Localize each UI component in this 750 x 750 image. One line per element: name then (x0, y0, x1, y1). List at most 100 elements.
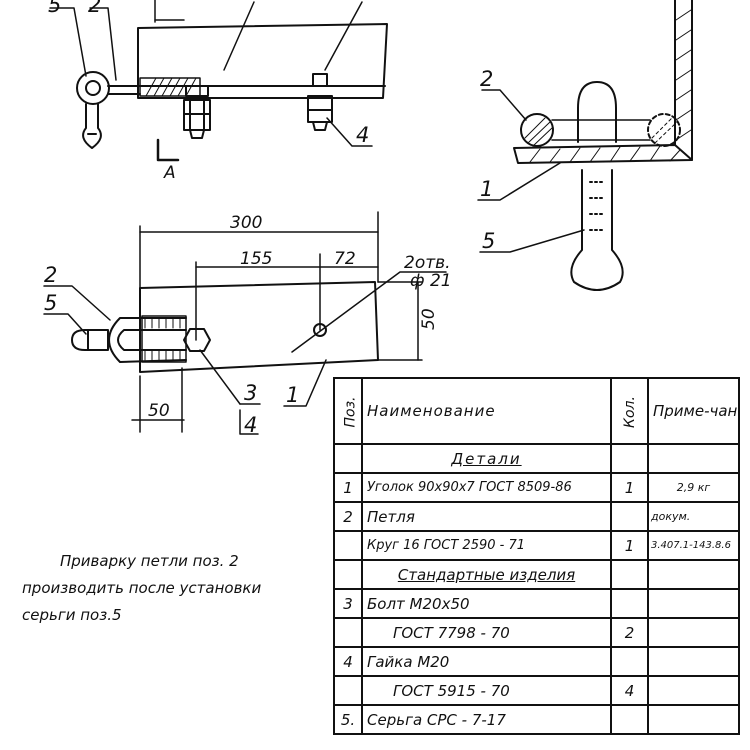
bom-name: Петля (361, 501, 612, 532)
bom-qty: 1 (610, 530, 649, 561)
bom-pos (333, 617, 363, 648)
bom-section-row: Детали (333, 443, 740, 474)
table-row: 5. Серьга СРС - 7-17 (333, 704, 740, 735)
leader-1-top (283, 359, 327, 407)
bom-name: ГОСТ 7798 - 70 (361, 617, 612, 648)
ref-5-front: 5 (48, 0, 61, 17)
section-mark-label: A (163, 163, 176, 183)
leader-2-section (481, 89, 527, 121)
bolt-front-2 (307, 73, 333, 131)
table-row: 2 Петля докум. (333, 501, 740, 532)
bom-section-standard: Стандартные изделия (361, 559, 612, 590)
loop-bar-section-right (647, 113, 681, 147)
ref-4-top: 4 (244, 413, 257, 437)
section-mark (156, 138, 180, 162)
bom-note: 3.407.1-143.8.6 (647, 530, 740, 561)
bom-pos: 5. (333, 704, 363, 735)
bom-note: докум. (647, 501, 740, 532)
angle-plate-front (137, 23, 388, 99)
bom-pos: 4 (333, 646, 363, 677)
front-view (49, 0, 388, 162)
bom-qty: 1 (610, 472, 649, 503)
leader-1-section (477, 162, 561, 201)
bom-name: Серьга СРС - 7-17 (361, 704, 612, 735)
bom-qty: 4 (610, 675, 649, 706)
bom-name: Гайка М20 (361, 646, 612, 677)
bolt-front-1 (183, 85, 211, 139)
bom-header-qty: Кол. (610, 377, 649, 445)
note-line-3: серьги поз.5 (22, 606, 122, 624)
dim-155: 155 (240, 249, 272, 269)
leader-5-front (49, 7, 87, 77)
table-row: Круг 16 ГОСТ 2590 - 71 1 3.407.1-143.8.6 (333, 530, 740, 561)
bom-header-pos: Поз. (333, 377, 363, 445)
bom-pos: 2 (333, 501, 363, 532)
bom-qty: 2 (610, 617, 649, 648)
note-line-2: производить после установки (22, 579, 262, 597)
bom-note: 2,9 кг (647, 472, 740, 503)
shackle-pin (82, 103, 102, 149)
ref-2-front: 2 (88, 0, 101, 17)
bom-pos (333, 675, 363, 706)
ref-1-top: 1 (286, 383, 299, 407)
bom-qty (610, 501, 649, 532)
dim-300: 300 (230, 213, 262, 233)
hole (313, 323, 327, 337)
bom-header-name: Наименование (361, 377, 612, 445)
loop-u (108, 317, 187, 363)
bom-note (647, 704, 740, 735)
ref-5-top: 5 (44, 291, 57, 315)
shackle-top (71, 329, 109, 351)
leader-5-top (43, 313, 87, 335)
bom-note (647, 617, 740, 648)
bom-section-parts: Детали (361, 443, 612, 474)
angle-horizontal-leg (513, 144, 693, 164)
ref-2-top: 2 (44, 263, 57, 287)
hole-note-count: 2отв. (404, 253, 451, 273)
bom-header-note: Приме-чание (647, 377, 740, 445)
leader-2-top (43, 285, 111, 321)
shackle-eye (76, 71, 110, 105)
bom-name: Уголок 90х90х7 ГОСТ 8509-86 (361, 472, 612, 503)
table-row: ГОСТ 7798 - 70 2 (333, 617, 740, 648)
bom-pos: 3 (333, 588, 363, 619)
bom-note (647, 646, 740, 677)
bom-section-row: Стандартные изделия (333, 559, 740, 590)
bom-name: ГОСТ 5915 - 70 (361, 675, 612, 706)
ref-1-section: 1 (480, 177, 493, 201)
bom-pos (333, 530, 363, 561)
bom-qty (610, 704, 649, 735)
leader-3-top (199, 349, 241, 405)
dim-50-width: 50 (419, 308, 439, 330)
table-row: 4 Гайка М20 (333, 646, 740, 677)
weld-hatching (145, 77, 197, 97)
bom-note (647, 675, 740, 706)
table-row: ГОСТ 5915 - 70 4 (333, 675, 740, 706)
bom-qty (610, 646, 649, 677)
bom-note (647, 588, 740, 619)
bom-header-row: Поз. Наименование Кол. Приме-чание (333, 377, 740, 445)
bill-of-materials: Поз. Наименование Кол. Приме-чание Детал… (333, 377, 740, 735)
leader-1-front (223, 1, 255, 71)
loop-bar-section-left (520, 113, 554, 147)
top-view (43, 211, 447, 435)
ref-5-section: 5 (482, 229, 495, 253)
bom-qty (610, 588, 649, 619)
weld-zone-top (141, 315, 187, 363)
ref-3-top: 3 (244, 381, 257, 405)
dim-72: 72 (334, 249, 356, 269)
leader-4-front (326, 117, 373, 147)
leader-hole (291, 271, 447, 353)
bom-name: Болт М20х50 (361, 588, 612, 619)
section-view (477, 0, 693, 291)
shackle-pin-section (577, 81, 617, 143)
leader-3-front (324, 1, 363, 71)
table-row: 1 Уголок 90х90х7 ГОСТ 8509-86 1 2,9 кг (333, 472, 740, 503)
leader-5-section (479, 229, 585, 253)
bom-pos: 1 (333, 472, 363, 503)
note-line-1: Приварку петли поз. 2 (60, 552, 239, 570)
ref-4-front: 4 (356, 123, 369, 147)
welding-note: Приварку петли поз. 2 производить после … (22, 548, 342, 629)
angle-plate-top (139, 281, 379, 373)
table-row: 3 Болт М20х50 (333, 588, 740, 619)
